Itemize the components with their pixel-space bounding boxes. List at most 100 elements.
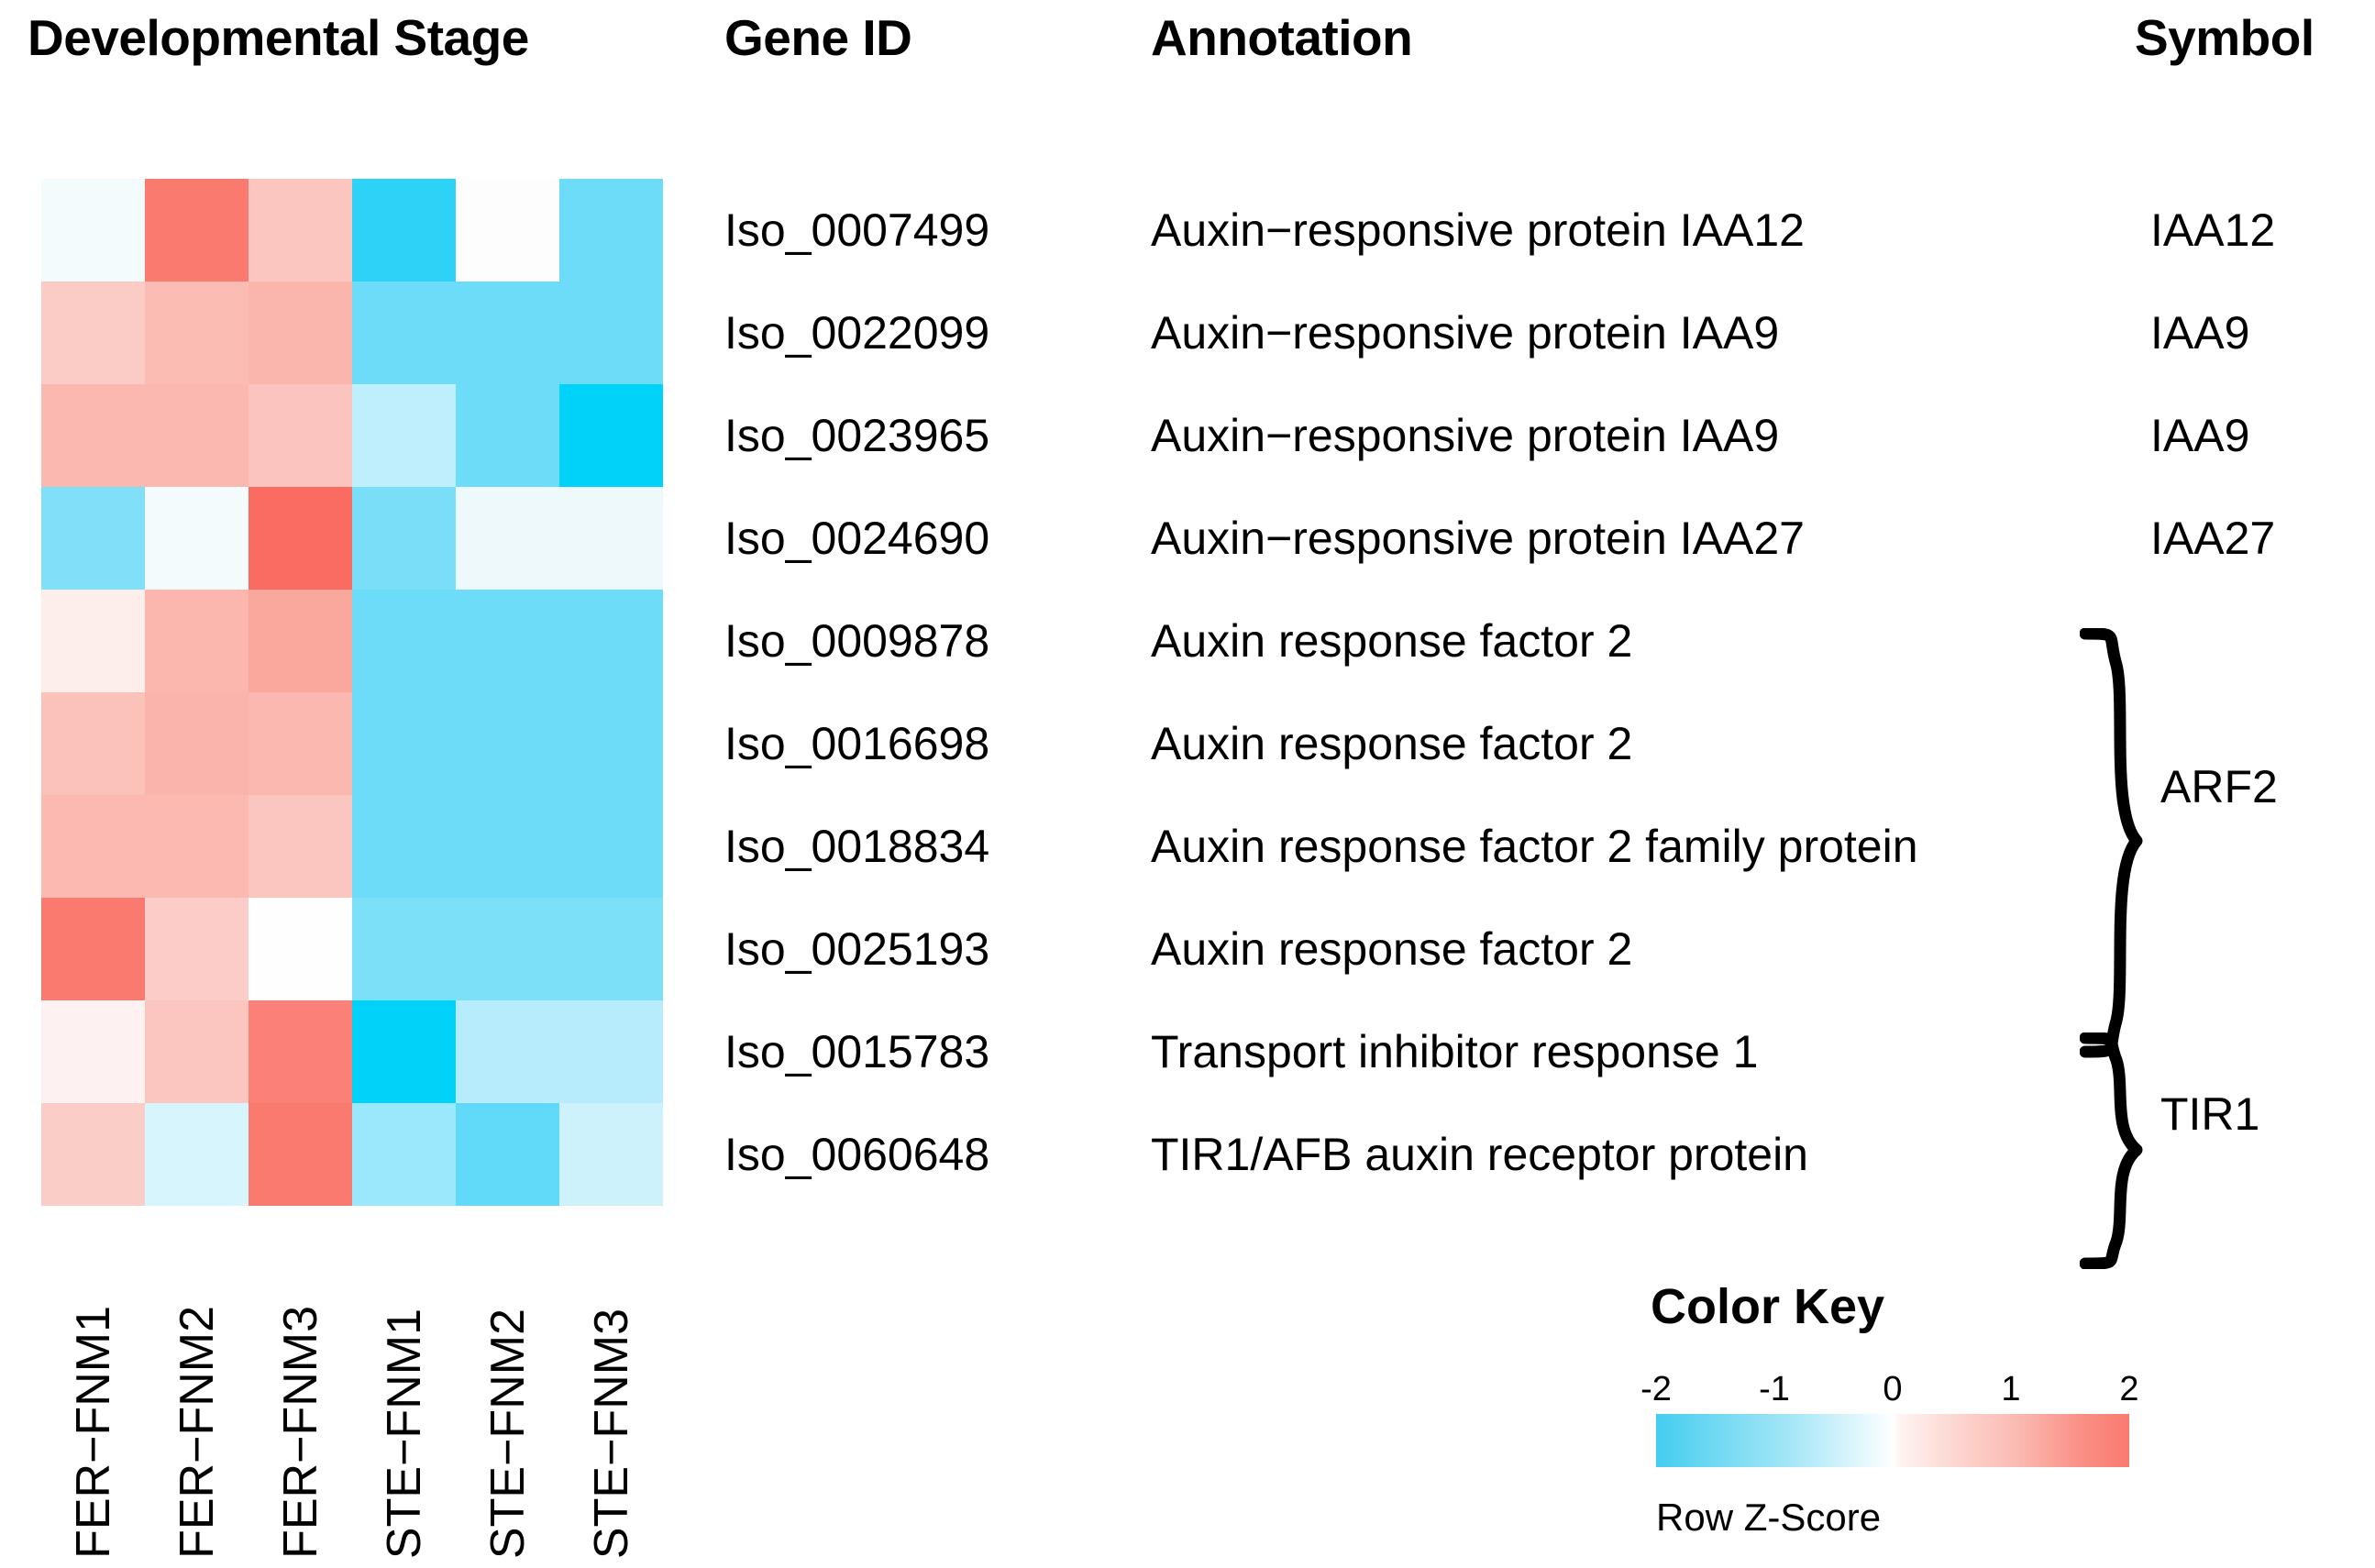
symbol-cell: IAA9 (2150, 307, 2250, 359)
table-row: Iso_0025193 Auxin response factor 2 (0, 898, 2375, 1000)
table-row: Iso_0023965 Auxin−responsive protein IAA9… (0, 384, 2375, 487)
heatmap-column-label: FER−FNM1 (41, 1215, 145, 1559)
symbol-cell: IAA12 (2150, 204, 2276, 256)
heatmap-column-label: STE−FNM3 (559, 1215, 663, 1559)
heatmap-cell (249, 590, 352, 692)
gene-id-cell: Iso_0025193 (724, 923, 990, 975)
heatmap-cell (352, 282, 456, 384)
annotation-cell: Auxin−responsive protein IAA9 (1151, 410, 1780, 461)
heatmap-cell (145, 795, 249, 898)
symbol-cell: IAA9 (2150, 410, 2250, 461)
color-key-tick-label: -1 (1759, 1370, 1790, 1408)
color-key-title: Color Key (1651, 1279, 1885, 1334)
heatmap-cell (456, 590, 559, 692)
heatmap-cell (456, 1000, 559, 1103)
column-header-annotation: Annotation (1151, 9, 1413, 66)
heatmap-cell (352, 487, 456, 590)
heatmap-cell (559, 1103, 663, 1206)
heatmap-cell (559, 795, 663, 898)
group-brace-arf2-label: ARF2 (2160, 761, 2278, 812)
heatmap-cell (145, 1103, 249, 1206)
annotation-cell: Auxin−responsive protein IAA12 (1151, 204, 1805, 256)
heatmap-cell (41, 282, 145, 384)
heatmap-column-label: FER−FNM2 (145, 1215, 249, 1559)
heatmap-cell (145, 1000, 249, 1103)
heatmap-cell (41, 590, 145, 692)
color-key-tick-label: 1 (2001, 1370, 2021, 1408)
heatmap-cell (559, 384, 663, 487)
table-row: Iso_0015783 Transport inhibitor response … (0, 1000, 2375, 1103)
heatmap-column-labels: FER−FNM1 FER−FNM2 FER−FNM3 STE−FNM1 STE−FNM2… (41, 1215, 663, 1559)
annotation-cell: Auxin response factor 2 (1151, 923, 1633, 975)
color-key-tick-label: 2 (2119, 1370, 2139, 1408)
gene-id-cell: Iso_0009878 (724, 615, 990, 667)
heatmap-cell (41, 1103, 145, 1206)
gene-id-cell: Iso_0015783 (724, 1026, 990, 1077)
heatmap-cell (352, 179, 456, 282)
heatmap-cell (41, 692, 145, 795)
heatmap-column-label-text: FER−FNM3 (273, 1306, 327, 1559)
annotation-cell: Transport inhibitor response 1 (1151, 1026, 1759, 1077)
symbol-cell: IAA27 (2150, 513, 2276, 564)
heatmap-cell (249, 1103, 352, 1206)
gene-id-cell: Iso_0023965 (724, 410, 990, 461)
annotation-cell: Auxin response factor 2 family protein (1151, 821, 1918, 872)
heatmap-cell (352, 1103, 456, 1206)
heatmap-cell (249, 487, 352, 590)
annotation-cell: Auxin response factor 2 (1151, 615, 1633, 667)
heatmap-cell (559, 692, 663, 795)
heatmap-cell (249, 692, 352, 795)
heatmap-cell (41, 1000, 145, 1103)
heatmap-cell (352, 590, 456, 692)
heatmap-cell (41, 487, 145, 590)
annotation-cell: Auxin response factor 2 (1151, 718, 1633, 769)
column-header-gene-id: Gene ID (724, 9, 912, 66)
heatmap-cell (41, 795, 145, 898)
gene-id-cell: Iso_0018834 (724, 821, 990, 872)
heatmap-cell (559, 1000, 663, 1103)
heatmap-cell (145, 692, 249, 795)
heatmap-column-label: STE−FNM2 (456, 1215, 559, 1559)
column-header-symbol: Symbol (2135, 9, 2314, 66)
heatmap-cell (145, 590, 249, 692)
heatmap-column-label-text: FER−FNM2 (170, 1306, 224, 1559)
heatmap-column-label-text: STE−FNM1 (377, 1308, 431, 1559)
heatmap-cell (145, 487, 249, 590)
annotation-cell: TIR1/AFB auxin receptor protein (1151, 1129, 1808, 1180)
page-title: Developmental Stage (28, 9, 529, 66)
heatmap-cell (41, 179, 145, 282)
heatmap-cell (456, 1103, 559, 1206)
heatmap-cell (352, 384, 456, 487)
heatmap-cell (352, 1000, 456, 1103)
heatmap-cell (456, 179, 559, 282)
heatmap-cell (352, 795, 456, 898)
color-key-gradient-bar (1656, 1414, 2129, 1467)
group-brace-tir1-label: TIR1 (2160, 1088, 2260, 1140)
heatmap-cell (249, 282, 352, 384)
heatmap-column-label: STE−FNM1 (352, 1215, 456, 1559)
heatmap-cell (456, 692, 559, 795)
brace-icon (2080, 628, 2143, 1058)
heatmap-cell (352, 692, 456, 795)
heatmap-cell (249, 898, 352, 1000)
color-key-tick-label: 0 (1883, 1370, 1903, 1408)
color-key-caption: Row Z-Score (1656, 1496, 1882, 1539)
group-brace-tir1: TIR1 (2080, 1032, 2259, 1269)
table-row: Iso_0009878 Auxin response factor 2 (0, 590, 2375, 692)
gene-id-cell: Iso_0060648 (724, 1129, 990, 1180)
gene-id-cell: Iso_0024690 (724, 513, 990, 564)
heatmap-cell (145, 384, 249, 487)
heatmap-cell (456, 384, 559, 487)
heatmap-grid (41, 179, 663, 1206)
gene-id-cell: Iso_0022099 (724, 307, 990, 359)
group-brace-arf2: ARF2 (2080, 628, 2278, 1059)
brace-icon (2080, 1032, 2143, 1269)
heatmap-column-label: FER−FNM3 (249, 1215, 352, 1559)
heatmap-cell (559, 898, 663, 1000)
